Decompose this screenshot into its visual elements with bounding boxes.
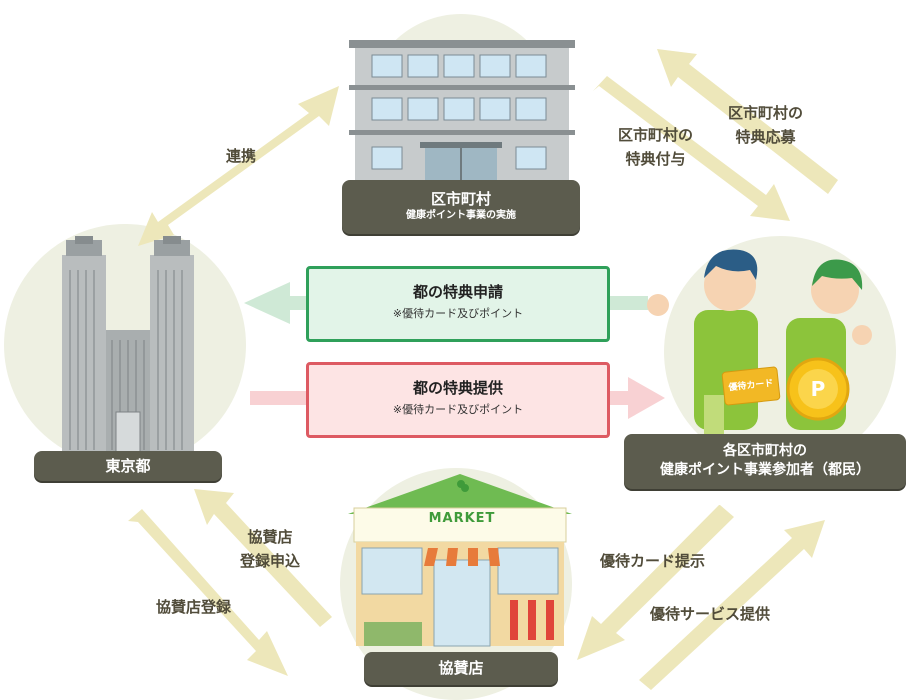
provide-box: 都の特典提供 ※優待カード及びポイント xyxy=(306,362,610,438)
store-label: 協賛店 xyxy=(364,652,558,685)
provide-subtitle: ※優待カード及びポイント xyxy=(309,401,607,417)
apply-box: 都の特典申請 ※優待カード及びポイント xyxy=(306,266,610,342)
tokyo-title: 東京都 xyxy=(34,451,222,481)
municipality-subtitle: 健康ポイント事業の実施 xyxy=(342,209,580,223)
market-sign: MARKET xyxy=(420,510,504,528)
point-label: P xyxy=(806,376,830,402)
municipality-title: 区市町村 xyxy=(342,189,580,209)
flow-tokuten-fuyo-line1: 区市町村の xyxy=(618,125,693,145)
flow-tokuten-obo: 区市町村の 特典応募 xyxy=(728,103,803,147)
municipality-label: 区市町村 健康ポイント事業の実施 xyxy=(342,180,580,234)
flow-service-provide: 優待サービス提供 xyxy=(650,604,770,624)
flow-card-present: 優待カード提示 xyxy=(600,551,705,571)
apply-subtitle: ※優待カード及びポイント xyxy=(309,305,607,321)
card-label: 優待カード xyxy=(728,379,774,394)
flow-store-apply: 協賛店 登録申込 xyxy=(240,527,300,571)
tokyo-label: 東京都 xyxy=(34,451,222,481)
participants-line1: 各区市町村の xyxy=(624,442,906,461)
participants-line2: 健康ポイント事業参加者（都民） xyxy=(624,461,906,480)
flow-tokuten-fuyo-line2: 特典付与 xyxy=(618,149,693,169)
flow-tokuten-obo-line2: 特典応募 xyxy=(728,127,803,147)
arrow-renkei xyxy=(138,86,339,246)
flow-tokuten-fuyo: 区市町村の 特典付与 xyxy=(618,125,693,169)
flow-store-apply-line1: 協賛店 xyxy=(240,527,300,547)
tokyo-building-icon xyxy=(62,236,194,455)
preferential-card-icon: 優待カード xyxy=(721,366,780,406)
provide-title: 都の特典提供 xyxy=(309,377,607,398)
apply-title: 都の特典申請 xyxy=(309,281,607,302)
flow-tokuten-obo-line1: 区市町村の xyxy=(728,103,803,123)
arrow-card-present xyxy=(577,505,734,660)
store-title: 協賛店 xyxy=(364,652,558,685)
flow-store-register: 協賛店登録 xyxy=(156,597,231,617)
market-store-icon xyxy=(348,474,572,646)
flow-store-apply-line2: 登録申込 xyxy=(240,551,300,571)
municipal-building-icon xyxy=(349,40,575,183)
flow-renkei: 連携 xyxy=(226,146,256,166)
participants-label: 各区市町村の 健康ポイント事業参加者（都民） xyxy=(624,434,906,489)
